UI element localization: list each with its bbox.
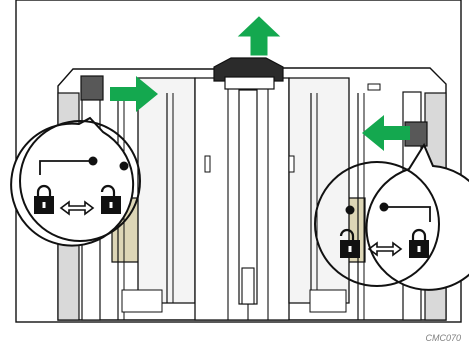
double-arrow-icon xyxy=(59,200,95,216)
left-indicator-dot xyxy=(88,156,98,166)
unlock-icon xyxy=(339,228,360,258)
left-lock-callout xyxy=(10,116,141,247)
right-top-detail xyxy=(367,83,381,91)
center-right-slot xyxy=(288,155,295,173)
left-arrow-icon xyxy=(362,115,410,151)
right-indicator-line xyxy=(384,206,431,222)
left-side-guide xyxy=(80,75,104,101)
top-guide-bracket xyxy=(224,76,275,90)
tray-detail-right xyxy=(309,289,347,313)
top-guide-handle xyxy=(213,57,284,82)
tray-detail-left xyxy=(121,289,163,313)
unlock-icon xyxy=(100,184,121,214)
figure-code: CMC070 xyxy=(425,333,461,343)
lock-icon xyxy=(409,228,429,258)
double-arrow-icon xyxy=(367,241,403,257)
left-indicator-line xyxy=(39,160,93,175)
right-indicator-dot-2 xyxy=(345,205,355,215)
up-arrow-icon xyxy=(237,16,281,56)
center-slot-bottom xyxy=(241,267,255,305)
right-indicator-dot xyxy=(379,202,389,212)
left-indicator-dot-2 xyxy=(119,161,129,171)
lock-icon xyxy=(34,184,54,214)
center-left-slot xyxy=(204,155,211,173)
right-arrow-icon xyxy=(110,76,158,112)
right-center-panel xyxy=(288,77,350,304)
right-lock-callout xyxy=(314,142,469,291)
